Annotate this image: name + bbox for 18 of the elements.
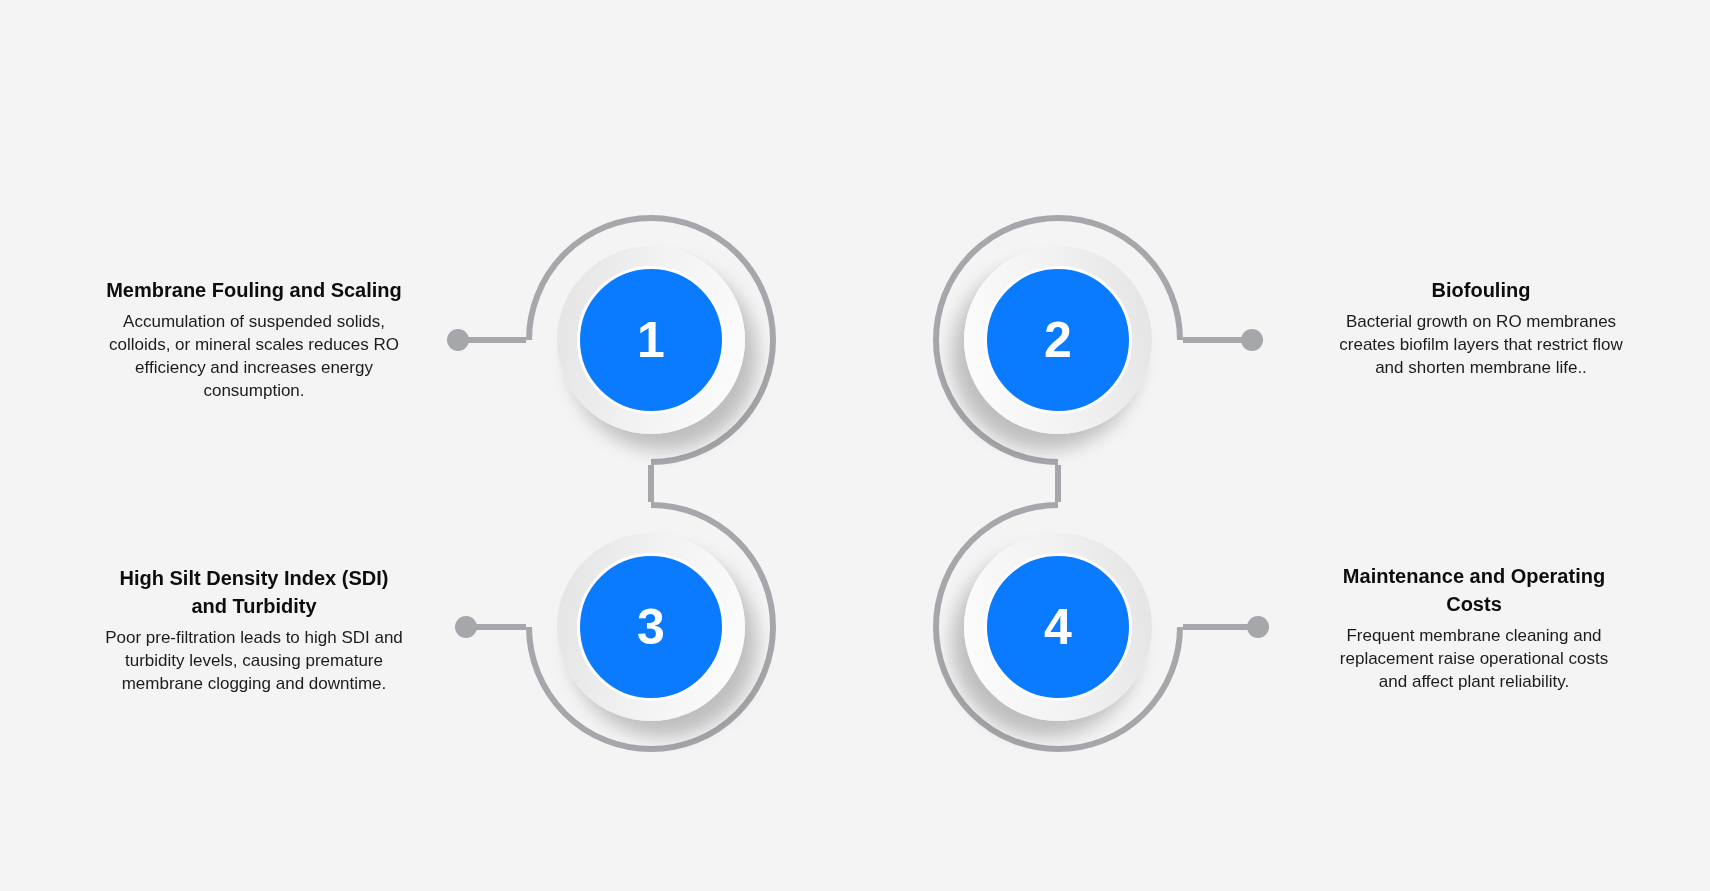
step-description: Accumulation of suspended solids, colloids, or mineral scales reduces RO efficiency and increases energy consumption. <box>108 311 400 402</box>
step-description: Frequent membrane cleaning and replacement raise operational costs and affect plant reliability. <box>1339 625 1609 693</box>
step-title: Membrane Fouling and Scaling <box>105 278 403 303</box>
leader-line <box>455 616 526 638</box>
leader-line <box>447 329 526 351</box>
step-number: 3 <box>577 553 725 701</box>
step-title: Biofouling <box>1431 278 1531 303</box>
connector-line <box>1055 465 1061 502</box>
step-number: 1 <box>577 266 725 414</box>
step-title: High Silt Density Index (SDI) and Turbidity <box>119 566 389 619</box>
step-title: Maintenance and Operating Costs <box>1342 564 1606 617</box>
step-description: Bacterial growth on RO membranes creates biofilm layers that restrict flow and shorten membrane life.. <box>1338 311 1624 379</box>
step-number: 4 <box>984 553 1132 701</box>
connector-line <box>648 465 654 502</box>
leader-line <box>1183 329 1263 351</box>
leader-line <box>1183 616 1269 638</box>
step-number: 2 <box>984 266 1132 414</box>
step-description: Poor pre-filtration leads to high SDI and turbidity levels, causing premature membrane clogging and downtime. <box>105 627 403 695</box>
